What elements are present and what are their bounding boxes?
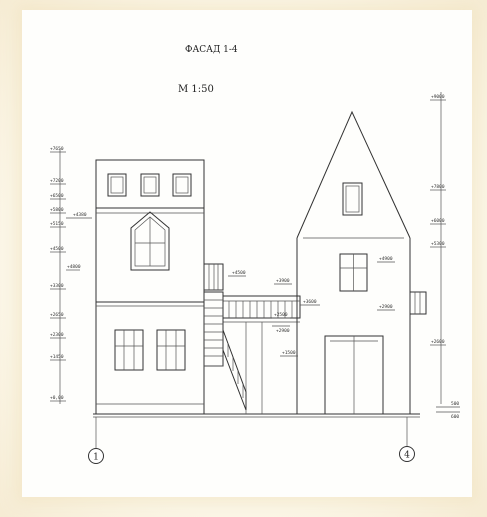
level-mark: +6500 bbox=[50, 193, 66, 200]
gable-window bbox=[342, 182, 363, 216]
drawing-sheet bbox=[22, 10, 472, 497]
level-label: +1500 bbox=[282, 350, 296, 356]
level-label: +5800 bbox=[50, 207, 64, 213]
side-railing bbox=[409, 291, 427, 315]
level-mark: +7650 bbox=[50, 146, 66, 153]
level-mark: +3300 bbox=[50, 283, 66, 290]
top-window-3 bbox=[172, 173, 192, 197]
level-mark: +4800 bbox=[66, 264, 81, 271]
level-label: +2900 bbox=[379, 304, 393, 310]
top-window-3-pane bbox=[175, 176, 189, 194]
level-mark: +2650 bbox=[50, 312, 66, 319]
level-label: +2600 bbox=[431, 339, 445, 345]
level-mark: +1450 bbox=[50, 354, 66, 361]
level-mark: +7800 bbox=[430, 184, 446, 191]
stair-lower-flight bbox=[222, 329, 247, 411]
level-label: +2900 bbox=[276, 328, 290, 334]
ground-window-left bbox=[114, 329, 144, 371]
axis-label-1: 1 bbox=[93, 453, 99, 463]
level-mark: 500 bbox=[436, 401, 460, 408]
level-label: +4500 bbox=[50, 246, 64, 252]
level-label: +7650 bbox=[50, 146, 64, 152]
gallery-railing bbox=[222, 295, 301, 319]
level-mark: +4500 bbox=[228, 270, 246, 277]
level-label: +6000 bbox=[431, 218, 445, 224]
center-level-marks: +4500 +2900 +3900 +3600 +2500 +1500 +490… bbox=[228, 256, 395, 357]
axis-label-4: 4 bbox=[404, 451, 410, 461]
drawing-scale: М 1:50 bbox=[178, 84, 214, 95]
level-mark: +0,00 bbox=[50, 395, 66, 402]
level-label: +5300 bbox=[431, 241, 445, 247]
level-label: +4800 bbox=[67, 264, 81, 270]
level-label: +7800 bbox=[431, 184, 445, 190]
level-label: +3600 bbox=[303, 299, 317, 305]
level-mark: +2900 bbox=[377, 304, 395, 311]
level-mark: +4500 bbox=[50, 246, 66, 253]
level-mark: +5800 bbox=[50, 207, 66, 214]
level-mark: +2300 bbox=[50, 332, 66, 339]
right-level-marks: +9000 +7800 +6000 +5300 +2600 500 600 bbox=[430, 92, 460, 420]
level-label: +2500 bbox=[274, 312, 288, 318]
level-mark: +5300 bbox=[430, 241, 446, 248]
level-mark: +2900 bbox=[272, 325, 290, 334]
level-label: +1450 bbox=[50, 354, 64, 360]
left-building-outline bbox=[95, 159, 205, 415]
level-label: +4900 bbox=[379, 256, 393, 262]
level-label: +4500 bbox=[232, 270, 246, 276]
upper-railing bbox=[203, 263, 224, 291]
level-mark: +1500 bbox=[280, 350, 298, 357]
stair-upper-flight bbox=[203, 291, 224, 367]
level-mark: +5150 bbox=[50, 221, 66, 228]
level-mark: 600 bbox=[436, 411, 460, 420]
level-mark: +6000 bbox=[430, 218, 446, 225]
level-mark: +7200 bbox=[50, 178, 66, 185]
level-mark: +2500 bbox=[272, 312, 290, 319]
top-window-2-pane bbox=[143, 176, 157, 194]
top-window-1 bbox=[107, 173, 127, 197]
level-label: 600 bbox=[451, 414, 459, 420]
level-label: +9000 bbox=[431, 94, 445, 100]
level-label: +7200 bbox=[50, 178, 64, 184]
level-label: +2300 bbox=[50, 332, 64, 338]
left-level-marks: +7650 +7200 +6500 +5800 +5150 +4500 +330… bbox=[50, 146, 92, 404]
axis-bubble-4 bbox=[399, 446, 415, 462]
gable-window-pane bbox=[345, 185, 360, 213]
level-mark: +4900 bbox=[377, 256, 395, 263]
level-label: +6500 bbox=[50, 193, 64, 199]
level-mark: +3900 bbox=[274, 278, 292, 285]
arch-window-inner bbox=[134, 216, 166, 267]
ground-window-right bbox=[156, 329, 186, 371]
stair-and-gallery bbox=[203, 263, 301, 414]
top-window-2 bbox=[140, 173, 160, 197]
level-mark: +2600 bbox=[430, 339, 446, 346]
axis-bubble-1 bbox=[88, 448, 104, 464]
level-label: +4380 bbox=[73, 212, 87, 218]
level-label: +5150 bbox=[50, 221, 64, 227]
drawing-title: ФАСАД 1-4 bbox=[185, 45, 238, 55]
level-label: +3300 bbox=[50, 283, 64, 289]
level-mark: +4380 bbox=[66, 212, 92, 219]
level-mark: +9000 bbox=[430, 94, 446, 101]
arch-window bbox=[130, 211, 170, 271]
left-building bbox=[95, 159, 205, 415]
level-mark: +3600 bbox=[300, 299, 320, 306]
level-label: +3900 bbox=[276, 278, 290, 284]
top-window-1-pane bbox=[110, 176, 124, 194]
level-label: +2650 bbox=[50, 312, 64, 318]
level-label: 500 bbox=[451, 401, 459, 407]
right-building bbox=[296, 110, 427, 415]
gable-roof bbox=[296, 110, 411, 239]
level-label: +0,00 bbox=[50, 395, 64, 401]
